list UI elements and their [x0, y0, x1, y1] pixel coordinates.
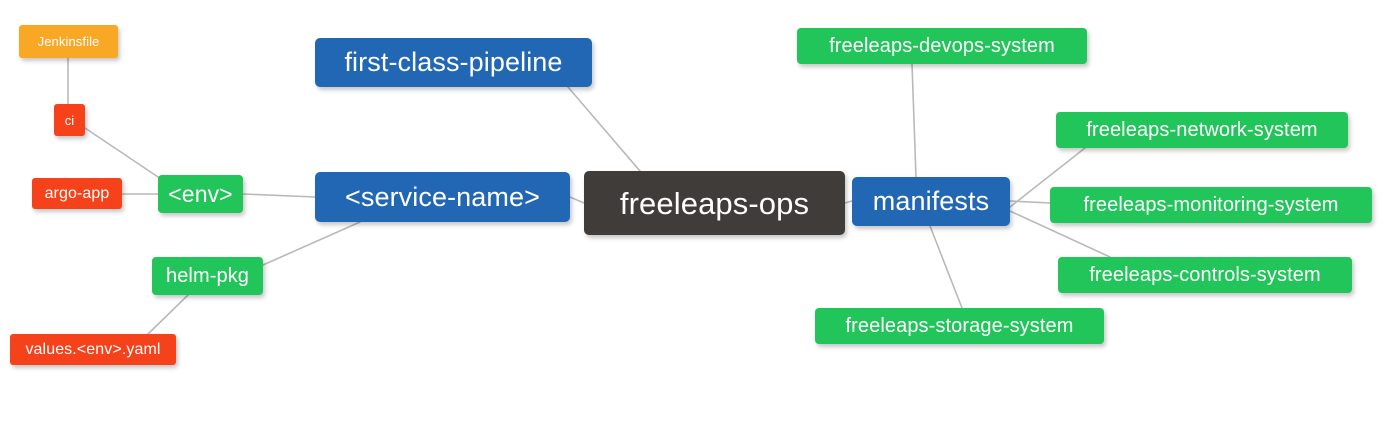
edge-service-name-to-helm-pkg — [262, 221, 361, 266]
node-label-manifests: manifests — [872, 186, 990, 216]
node-label-freeleaps-controls-system: freeleaps-controls-system — [1089, 264, 1321, 286]
edge-freeleaps-ops-to-manifests — [844, 200, 853, 204]
node-label-freeleaps-network-system: freeleaps-network-system — [1086, 119, 1318, 141]
edge-manifests-to-freeleaps-monitoring-system — [1009, 200, 1051, 204]
node-freeleaps-network-system[interactable]: freeleaps-network-system — [1056, 112, 1348, 148]
edge-env-to-ci — [84, 127, 171, 186]
node-label-values-env-yaml: values.<env>.yaml — [25, 340, 161, 358]
node-label-freeleaps-ops: freeleaps-ops — [619, 185, 810, 221]
node-env[interactable]: <env> — [158, 175, 243, 213]
node-freeleaps-controls-system[interactable]: freeleaps-controls-system — [1058, 257, 1352, 293]
node-values-env-yaml[interactable]: values.<env>.yaml — [10, 334, 176, 365]
node-helm-pkg[interactable]: helm-pkg — [152, 257, 263, 295]
edge-freeleaps-ops-to-service-name — [569, 196, 585, 204]
node-label-freeleaps-devops-system: freeleaps-devops-system — [829, 35, 1055, 57]
node-freeleaps-storage-system[interactable]: freeleaps-storage-system — [815, 308, 1104, 344]
edge-service-name-to-env — [242, 193, 316, 198]
node-label-helm-pkg: helm-pkg — [165, 265, 250, 287]
node-label-service-name: <service-name> — [345, 181, 540, 212]
node-argo-app[interactable]: argo-app — [32, 178, 122, 209]
edge-freeleaps-ops-to-first-class-pipeline — [567, 86, 641, 172]
node-manifests[interactable]: manifests — [852, 177, 1010, 226]
node-service-name[interactable]: <service-name> — [315, 172, 570, 222]
edge-manifests-to-freeleaps-devops-system — [911, 63, 917, 178]
node-label-argo-app: argo-app — [44, 184, 110, 202]
edge-helm-pkg-to-values-env-yaml — [147, 294, 189, 335]
node-label-jenkinsfile: Jenkinsfile — [37, 34, 100, 49]
node-label-freeleaps-monitoring-system: freeleaps-monitoring-system — [1083, 194, 1339, 216]
node-jenkinsfile[interactable]: Jenkinsfile — [19, 25, 118, 58]
node-first-class-pipeline[interactable]: first-class-pipeline — [315, 38, 592, 87]
node-label-ci: ci — [64, 112, 75, 128]
node-freeleaps-monitoring-system[interactable]: freeleaps-monitoring-system — [1050, 187, 1372, 223]
node-label-first-class-pipeline: first-class-pipeline — [344, 47, 563, 77]
node-ci[interactable]: ci — [54, 104, 85, 136]
node-label-freeleaps-storage-system: freeleaps-storage-system — [845, 315, 1074, 337]
node-label-env: <env> — [168, 180, 233, 207]
node-freeleaps-ops[interactable]: freeleaps-ops — [584, 171, 845, 235]
node-freeleaps-devops-system[interactable]: freeleaps-devops-system — [797, 28, 1087, 64]
edge-manifests-to-freeleaps-storage-system — [929, 225, 963, 309]
